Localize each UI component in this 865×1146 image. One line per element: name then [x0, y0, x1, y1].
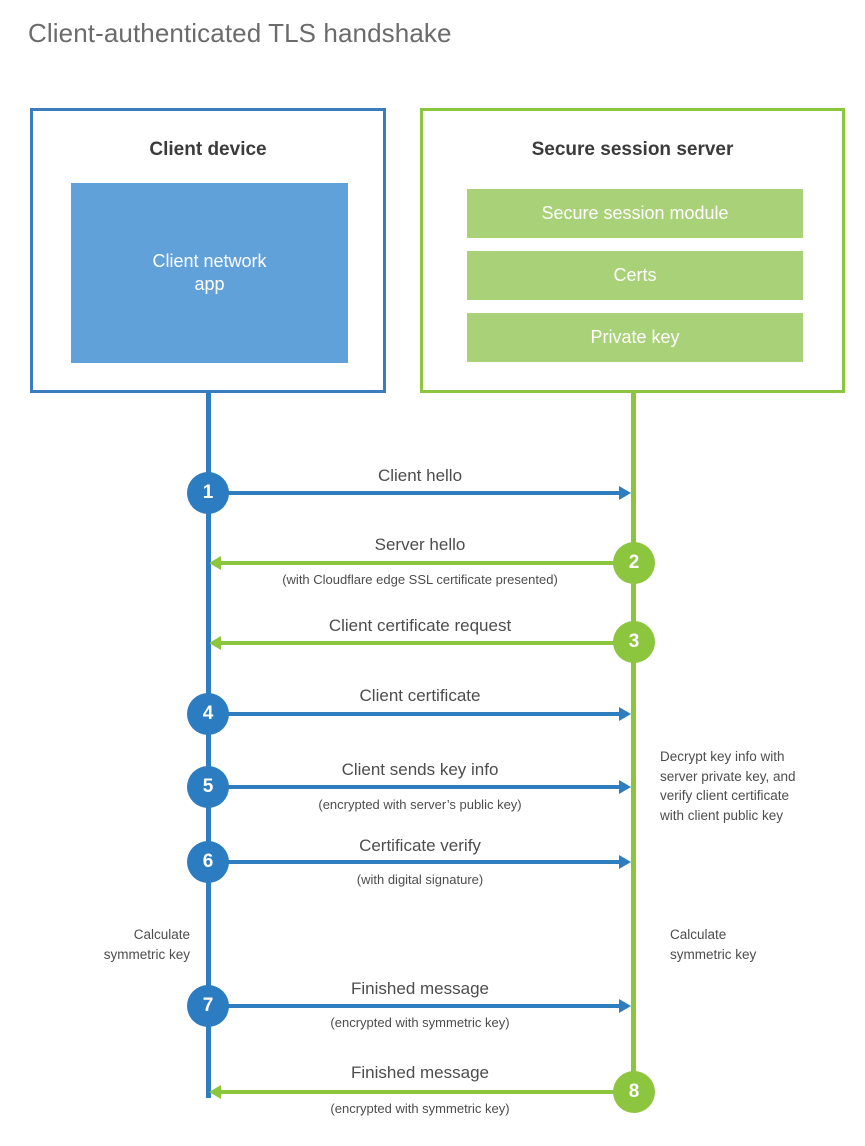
- step-8-marker: 8: [613, 1071, 655, 1113]
- server-module-certs: Certs: [467, 251, 803, 300]
- step-7-arrow: [210, 999, 631, 1013]
- client-lifeline: [206, 391, 211, 1098]
- secure-session-server-title: Secure session server: [531, 139, 734, 160]
- step-1-marker: 1: [187, 472, 229, 514]
- page-title: Client-authenticated TLS handshake: [28, 18, 452, 48]
- client-calculate-symmetric-key-note: Calculate symmetric key: [103, 927, 190, 962]
- step-2-sublabel: (with Cloudflare edge SSL certificate pr…: [282, 572, 558, 587]
- step-7-label: Finished message: [351, 979, 489, 998]
- step-6-arrow: [210, 855, 631, 869]
- step-8-sublabel: (encrypted with symmetric key): [330, 1101, 510, 1116]
- step-6-label: Certificate verify: [359, 836, 481, 855]
- step-1-label: Client hello: [377, 466, 463, 485]
- step-7-marker: 7: [187, 985, 229, 1027]
- step-3-label: Client certificate request: [328, 616, 512, 635]
- server-calculate-symmetric-key-note: Calculate symmetric key: [670, 927, 757, 962]
- server-decrypt-note: Decrypt key info with server private key…: [660, 749, 796, 823]
- step-3-arrow: [209, 636, 632, 650]
- step-2-arrow: [209, 556, 632, 570]
- step-6-sublabel: (with digital signature): [356, 872, 484, 887]
- client-network-app-block: Client network app: [71, 183, 348, 363]
- step-7-sublabel: (encrypted with symmetric key): [330, 1015, 510, 1030]
- client-device-box: Client device Client network app: [30, 108, 386, 393]
- step-1-arrow: [210, 486, 631, 500]
- step-8-label: Finished message: [351, 1063, 489, 1082]
- step-2-marker: 2: [613, 542, 655, 584]
- step-2-label: Server hello: [374, 535, 466, 554]
- step-5-label: Client sends key info: [341, 760, 499, 779]
- server-module-private-key: Private key: [467, 313, 803, 362]
- step-6-marker: 6: [187, 841, 229, 883]
- step-5-marker: 5: [187, 766, 229, 808]
- server-lifeline: [631, 391, 636, 1094]
- step-4-marker: 4: [187, 693, 229, 735]
- step-5-sublabel: (encrypted with server’s public key): [318, 797, 522, 812]
- step-3-marker: 3: [613, 621, 655, 663]
- client-device-title: Client device: [149, 139, 267, 160]
- step-4-label: Client certificate: [359, 686, 481, 705]
- step-8-arrow: [209, 1085, 632, 1099]
- server-module-secure-session-module: Secure session module: [467, 189, 803, 238]
- step-4-arrow: [210, 707, 631, 721]
- step-5-arrow: [210, 780, 631, 794]
- secure-session-server-box: Secure session server Secure session mod…: [420, 108, 845, 393]
